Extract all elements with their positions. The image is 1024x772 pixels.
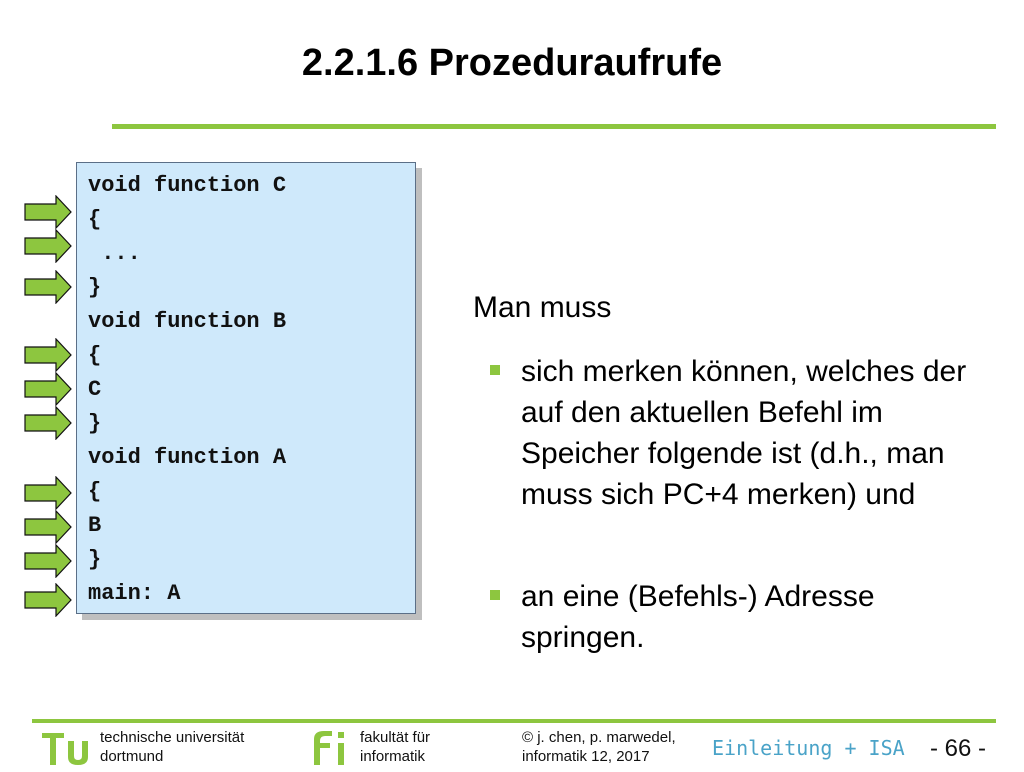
code-line: { [88, 343, 102, 368]
code-line: B [88, 513, 102, 538]
bullet-text: sich merken können, welches der auf den … [521, 355, 967, 511]
fi-logo-icon [306, 727, 356, 772]
arrow-right-icon [24, 372, 72, 406]
arrow-right-icon [24, 270, 72, 304]
section-label: Einleitung + ISA [712, 736, 905, 760]
code-line: } [88, 411, 102, 436]
code-box: void function C { ... } void function B … [76, 162, 416, 614]
code-line: C [88, 377, 102, 402]
code-line: main: A [88, 581, 181, 606]
tu-logo-icon [40, 727, 94, 772]
arrow-right-icon [24, 510, 72, 544]
page-number: - 66 - [930, 735, 987, 762]
code-line: void function C [88, 173, 287, 198]
arrow-right-icon [24, 195, 72, 229]
code-line: } [88, 547, 102, 572]
faculty-name: fakultät für informatik [360, 729, 431, 765]
code-line: void function B [88, 309, 287, 334]
bullet-square-icon [490, 365, 500, 375]
arrow-right-icon [24, 544, 72, 578]
code-line: } [88, 275, 102, 300]
arrow-right-icon [24, 406, 72, 440]
university-name: technische universität dortmund [100, 729, 245, 765]
code-line: { [88, 207, 102, 232]
slide-title: 2.2.1.6 Prozeduraufrufe [301, 42, 723, 84]
code-line: { [88, 479, 102, 504]
arrow-right-icon [24, 476, 72, 510]
arrow-right-icon [24, 583, 72, 617]
code-line: ... [88, 241, 141, 266]
bullet-text: an eine (Befehls-) Adresse springen. [521, 580, 875, 654]
intro-text: Man muss [473, 291, 612, 324]
arrow-right-icon [24, 338, 72, 372]
bullet-square-icon [490, 590, 500, 600]
code-line: void function A [88, 445, 287, 470]
title-divider [112, 124, 996, 129]
arrow-right-icon [24, 229, 72, 263]
footer-divider [32, 719, 996, 723]
copyright-notice: © j. chen, p. marwedel, informatik 12, 2… [522, 729, 676, 765]
